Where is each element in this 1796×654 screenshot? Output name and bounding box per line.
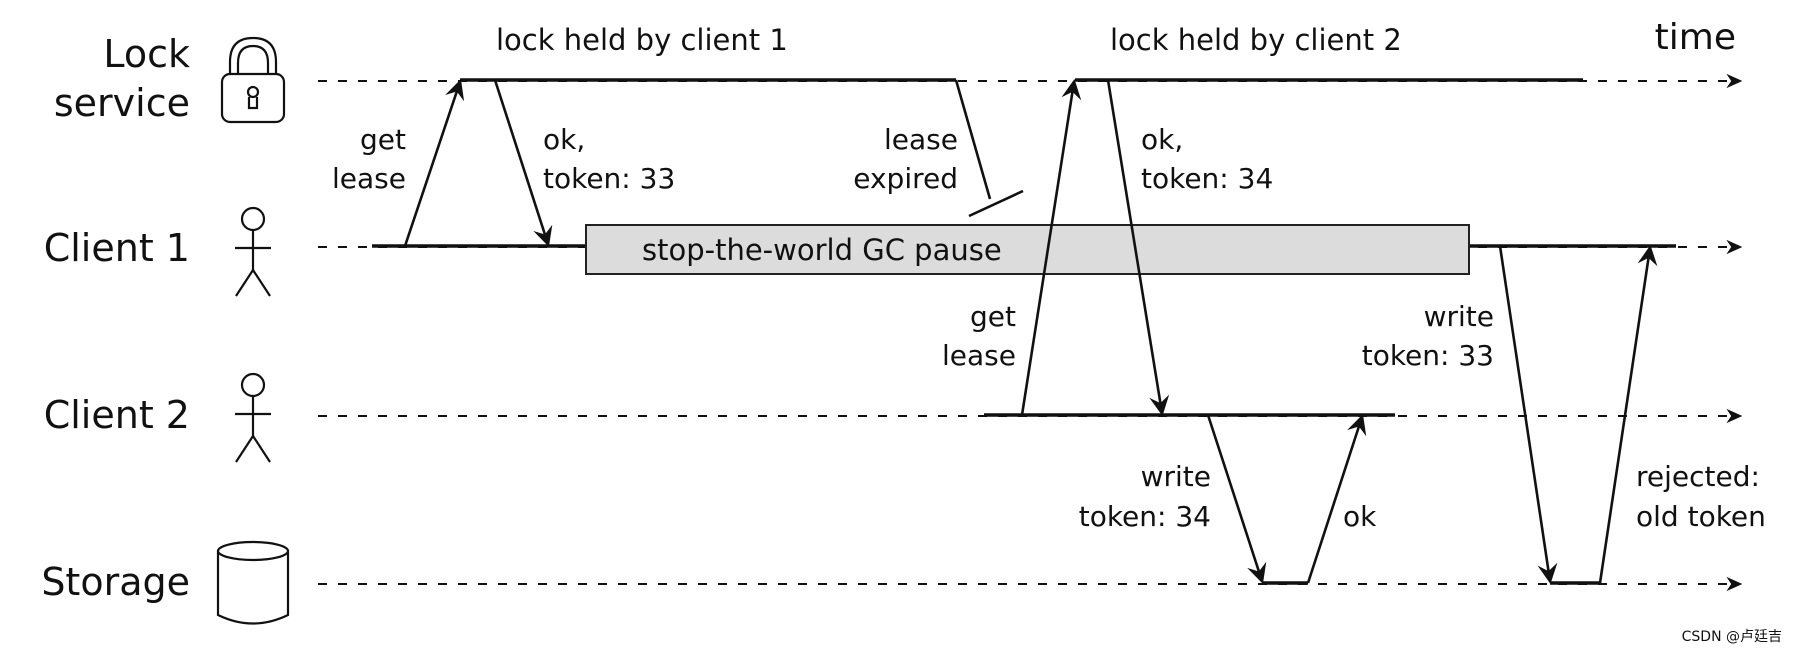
arrow-client2-write-token34	[1206, 414, 1267, 584]
lane-label-client2: Client 2	[44, 393, 190, 437]
ok-token34-line1: ok,	[1141, 123, 1183, 156]
arrow-storage-rejected	[1598, 245, 1658, 584]
ok-token33-line1: ok,	[543, 123, 585, 156]
lifeline-client2	[318, 408, 1743, 424]
write-token34-line2: token: 34	[1079, 500, 1211, 533]
write-token33-line2: token: 33	[1362, 339, 1494, 372]
lease-expired-line2: expired	[853, 162, 958, 195]
lock-held-client1-label: lock held by client 1	[496, 23, 788, 57]
lane-label-storage: Storage	[41, 560, 190, 604]
arrow-client2-get-lease	[1020, 79, 1082, 416]
gc-pause-box: stop-the-world GC pause	[585, 224, 1470, 275]
lane-label-service: service	[54, 81, 190, 125]
rejected-line2: old token	[1636, 500, 1766, 533]
time-axis-label: time	[1655, 17, 1736, 58]
watermark: CSDN @卢廷吉	[1682, 629, 1782, 645]
arrow-client1-write-token33	[1498, 245, 1558, 584]
get-lease-c2-line1: get	[970, 300, 1016, 333]
get-lease-c2-line2: lease	[942, 339, 1016, 372]
lifeline-storage	[318, 576, 1743, 592]
arrow-client2-ok-token34	[1106, 79, 1170, 416]
rejected-line1: rejected:	[1636, 460, 1760, 493]
arrow-client1-ok-token33	[493, 79, 553, 247]
ok-token34-line2: token: 34	[1141, 162, 1273, 195]
write-token33-line1: write	[1424, 300, 1494, 333]
gc-pause-label: stop-the-world GC pause	[642, 233, 1002, 267]
padlock-icon	[220, 36, 286, 124]
lease-expired-mark	[954, 79, 1024, 218]
write-token34-line1: write	[1141, 460, 1211, 493]
arrow-client1-get-lease	[403, 79, 465, 247]
lock-held-client2-label: lock held by client 2	[1110, 23, 1402, 57]
person-icon	[235, 206, 271, 297]
lease-expired-line1: lease	[884, 123, 958, 156]
get-lease-c1-line2: lease	[332, 162, 406, 195]
arrow-storage-ok	[1306, 414, 1367, 584]
lane-label-client1: Client 1	[44, 226, 190, 270]
get-lease-c1-line1: get	[360, 123, 406, 156]
lifeline-lock-service	[318, 73, 1743, 89]
cylinder-database-icon	[216, 540, 290, 625]
storage-ok-label: ok	[1343, 500, 1377, 533]
lane-label-lock: Lock	[103, 32, 190, 76]
person-icon	[235, 372, 271, 463]
ok-token33-line2: token: 33	[543, 162, 675, 195]
